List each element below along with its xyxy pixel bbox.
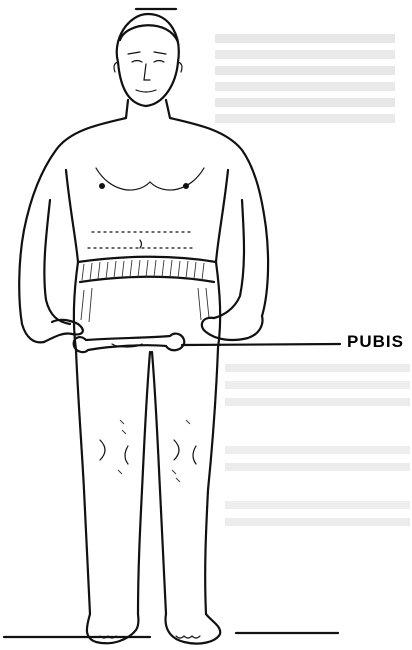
standing-male-figure	[19, 14, 268, 644]
pubic-bone-outline	[74, 334, 185, 353]
pubis-leader-line	[182, 344, 340, 345]
pubis-label: PUBIS	[347, 332, 404, 352]
